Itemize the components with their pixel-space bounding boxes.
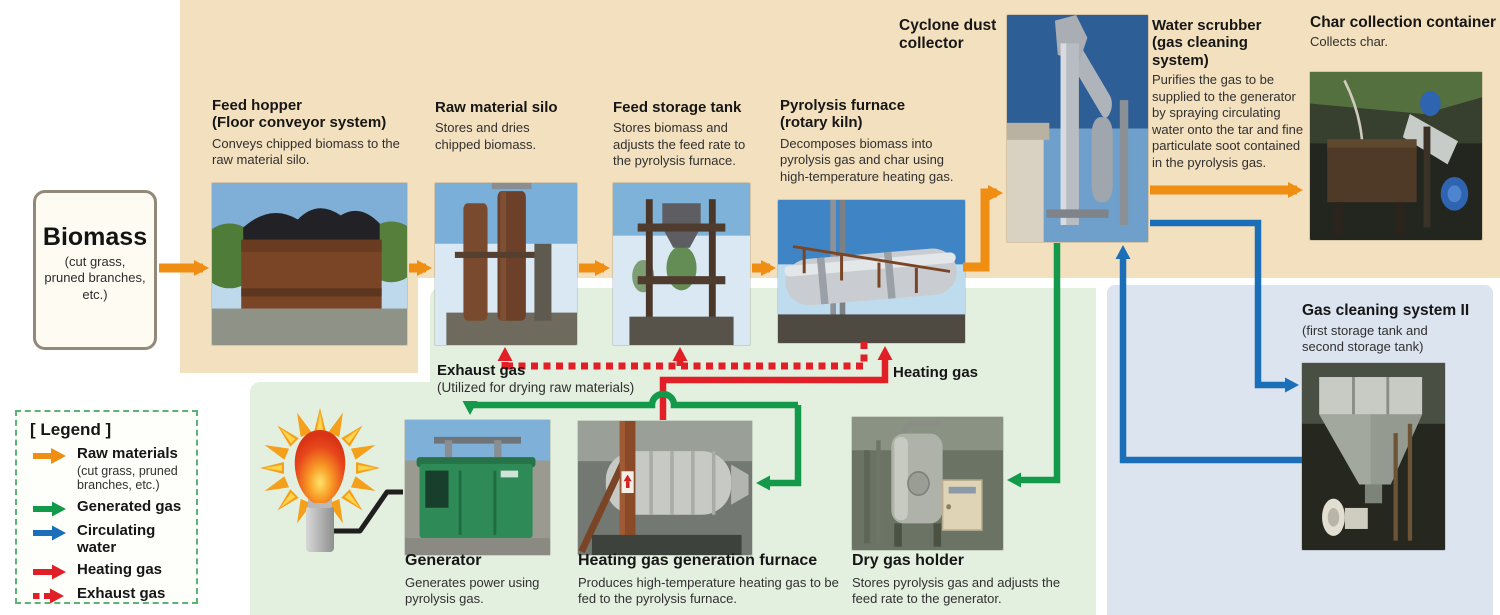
legend-label-exhaust-gas: Exhaust gas (77, 585, 166, 602)
water-return-to-scrubber (1115, 245, 1302, 464)
exhaust-gas-label: Exhaust gas (437, 362, 526, 379)
feed-hopper-title: Feed hopper (212, 97, 303, 114)
circulating-water-flow (1115, 219, 1302, 464)
dry-gas-holder-title: Dry gas holder (852, 552, 965, 569)
legend-box: [ Legend ] Raw materials (cut grass, pru… (15, 410, 198, 604)
legend-item-exhaust-gas: Exhaust gas (30, 585, 196, 604)
biomass-subtitle: (cut grass, pruned branches, etc.) (44, 254, 146, 302)
char-container-title: Char collection container (1310, 14, 1497, 31)
biomass-source-box: Biomass (cut grass, pruned branches, etc… (33, 190, 157, 350)
water-scrubber-subtitle: (gas cleaning system) (1152, 34, 1248, 69)
char-container-caption: Char collection container Collects char. (1310, 14, 1500, 50)
raw-material-silo-desc: Stores and dries chipped biomass. (435, 120, 537, 152)
generator-desc: Generates power using pyrolysis gas. (405, 574, 540, 607)
power-wire (333, 489, 403, 534)
gas-branch-to-heating-furnace (756, 405, 802, 491)
generator-title: Generator (405, 552, 482, 569)
legend-item-generated-gas: Generated gas (30, 498, 196, 517)
feed-storage-tank-title: Feed storage tank (613, 99, 742, 116)
gas-line-to-generator (462, 390, 798, 415)
heating-furnace-title: Heating gas generation furnace (578, 552, 818, 569)
exhaust-gas-flow (497, 342, 868, 370)
feed-hopper-photo (212, 183, 407, 345)
arrow-furnace-to-cyclone (963, 185, 1003, 272)
raw-material-silo-title: Raw material silo (435, 99, 558, 116)
legend-item-raw-materials: Raw materials (cut grass, pruned branche… (30, 445, 196, 493)
water-scrubber-caption: Water scrubber (gas cleaning system) Pur… (1152, 17, 1308, 171)
gas-cleaning-system-2-photo (1302, 363, 1445, 550)
heating-furnace-desc: Produces high-temperature heating gas to… (578, 574, 839, 607)
raw-material-silo-caption: Raw material silo Stores and dries chipp… (435, 99, 575, 153)
water-scrubber-to-gas-cleaning-2 (1150, 219, 1299, 393)
raw-materials-arrow-icon (33, 448, 66, 464)
legend-title: [ Legend ] (30, 420, 112, 439)
generated-gas-arrow-icon (33, 501, 66, 517)
feed-storage-tank-caption: Feed storage tank Stores biomass and adj… (613, 99, 773, 170)
dry-gas-holder-desc: Stores pyrolysis gas and adjusts the fee… (852, 574, 1061, 607)
circulating-water-arrow-icon (33, 525, 66, 541)
feed-storage-tank-photo (613, 183, 750, 345)
dry-gas-holder-caption: Dry gas holder Stores pyrolysis gas and … (852, 552, 1092, 608)
legend-item-heating-gas: Heating gas (30, 561, 196, 580)
feed-storage-tank-desc: Stores biomass and adjusts the feed rate… (613, 120, 746, 169)
legend-label-heating-gas: Heating gas (77, 561, 163, 578)
generated-gas-flow (462, 243, 1061, 491)
legend-label-raw-materials: Raw materials (77, 445, 178, 462)
cyclone-dust-collector-photo (1007, 15, 1148, 242)
gas-cleaning-2-title: Gas cleaning system II (1302, 302, 1470, 319)
dry-gas-holder-photo (852, 417, 1003, 550)
heating-gas-line (659, 346, 893, 420)
pyrolysis-furnace-subtitle: (rotary kiln) (780, 114, 863, 132)
pyrolysis-furnace-desc: Decomposes biomass into pyrolysis gas an… (780, 135, 954, 184)
feed-hopper-subtitle: (Floor conveyor system) (212, 114, 387, 132)
feed-hopper-caption: Feed hopper (Floor conveyor system) Conv… (212, 97, 418, 169)
cyclone-title: Cyclone dust collector (899, 17, 997, 52)
char-container-desc: Collects char. (1310, 33, 1389, 49)
gas-cleaning-2-subtitle: (first storage tank and second storage t… (1302, 322, 1428, 355)
raw-material-silo-photo (435, 183, 577, 345)
exhaust-gas-arrow-icon (33, 588, 64, 604)
legend-label-generated-gas: Generated gas (77, 498, 182, 515)
generator-caption: Generator Generates power using pyrolysi… (405, 552, 570, 608)
legend-label-circulating-water: Circulating water (77, 522, 156, 556)
exhaust-gas-main-line (505, 342, 868, 370)
gas-scrubber-to-dry-holder (1007, 243, 1061, 488)
heating-gas-arrow-icon (33, 564, 66, 580)
heating-furnace-caption: Heating gas generation furnace Produces … (578, 552, 848, 608)
pyrolysis-furnace-photo (778, 200, 965, 343)
heating-gas-generation-furnace-photo (578, 421, 752, 555)
electric-lamp-icon (260, 408, 380, 552)
raw-materials-flow (159, 182, 1303, 276)
feed-hopper-desc: Conveys chipped biomass to the raw mater… (212, 135, 400, 168)
exhaust-gas-label-block: Exhaust gas (Utilized for drying raw mat… (437, 362, 634, 397)
water-scrubber-title: Water scrubber (1152, 17, 1262, 34)
char-collection-container-photo (1310, 72, 1482, 240)
biomass-title: Biomass (42, 223, 148, 251)
pyrolysis-furnace-caption: Pyrolysis furnace (rotary kiln) Decompos… (780, 97, 980, 185)
water-scrubber-desc: Purifies the gas to be supplied to the g… (1152, 72, 1304, 170)
cyclone-caption: Cyclone dust collector (899, 17, 1003, 53)
legend-note-raw-materials: (cut grass, pruned branches, etc.) (77, 463, 178, 493)
pyrolysis-furnace-title: Pyrolysis furnace (780, 97, 906, 114)
heating-gas-label: Heating gas (893, 364, 979, 381)
legend-item-circulating-water: Circulating water (30, 522, 196, 556)
exhaust-gas-note: (Utilized for drying raw materials) (437, 380, 635, 396)
generator-photo (405, 420, 550, 555)
gas-cleaning-2-caption: Gas cleaning system II (first storage ta… (1302, 302, 1500, 356)
